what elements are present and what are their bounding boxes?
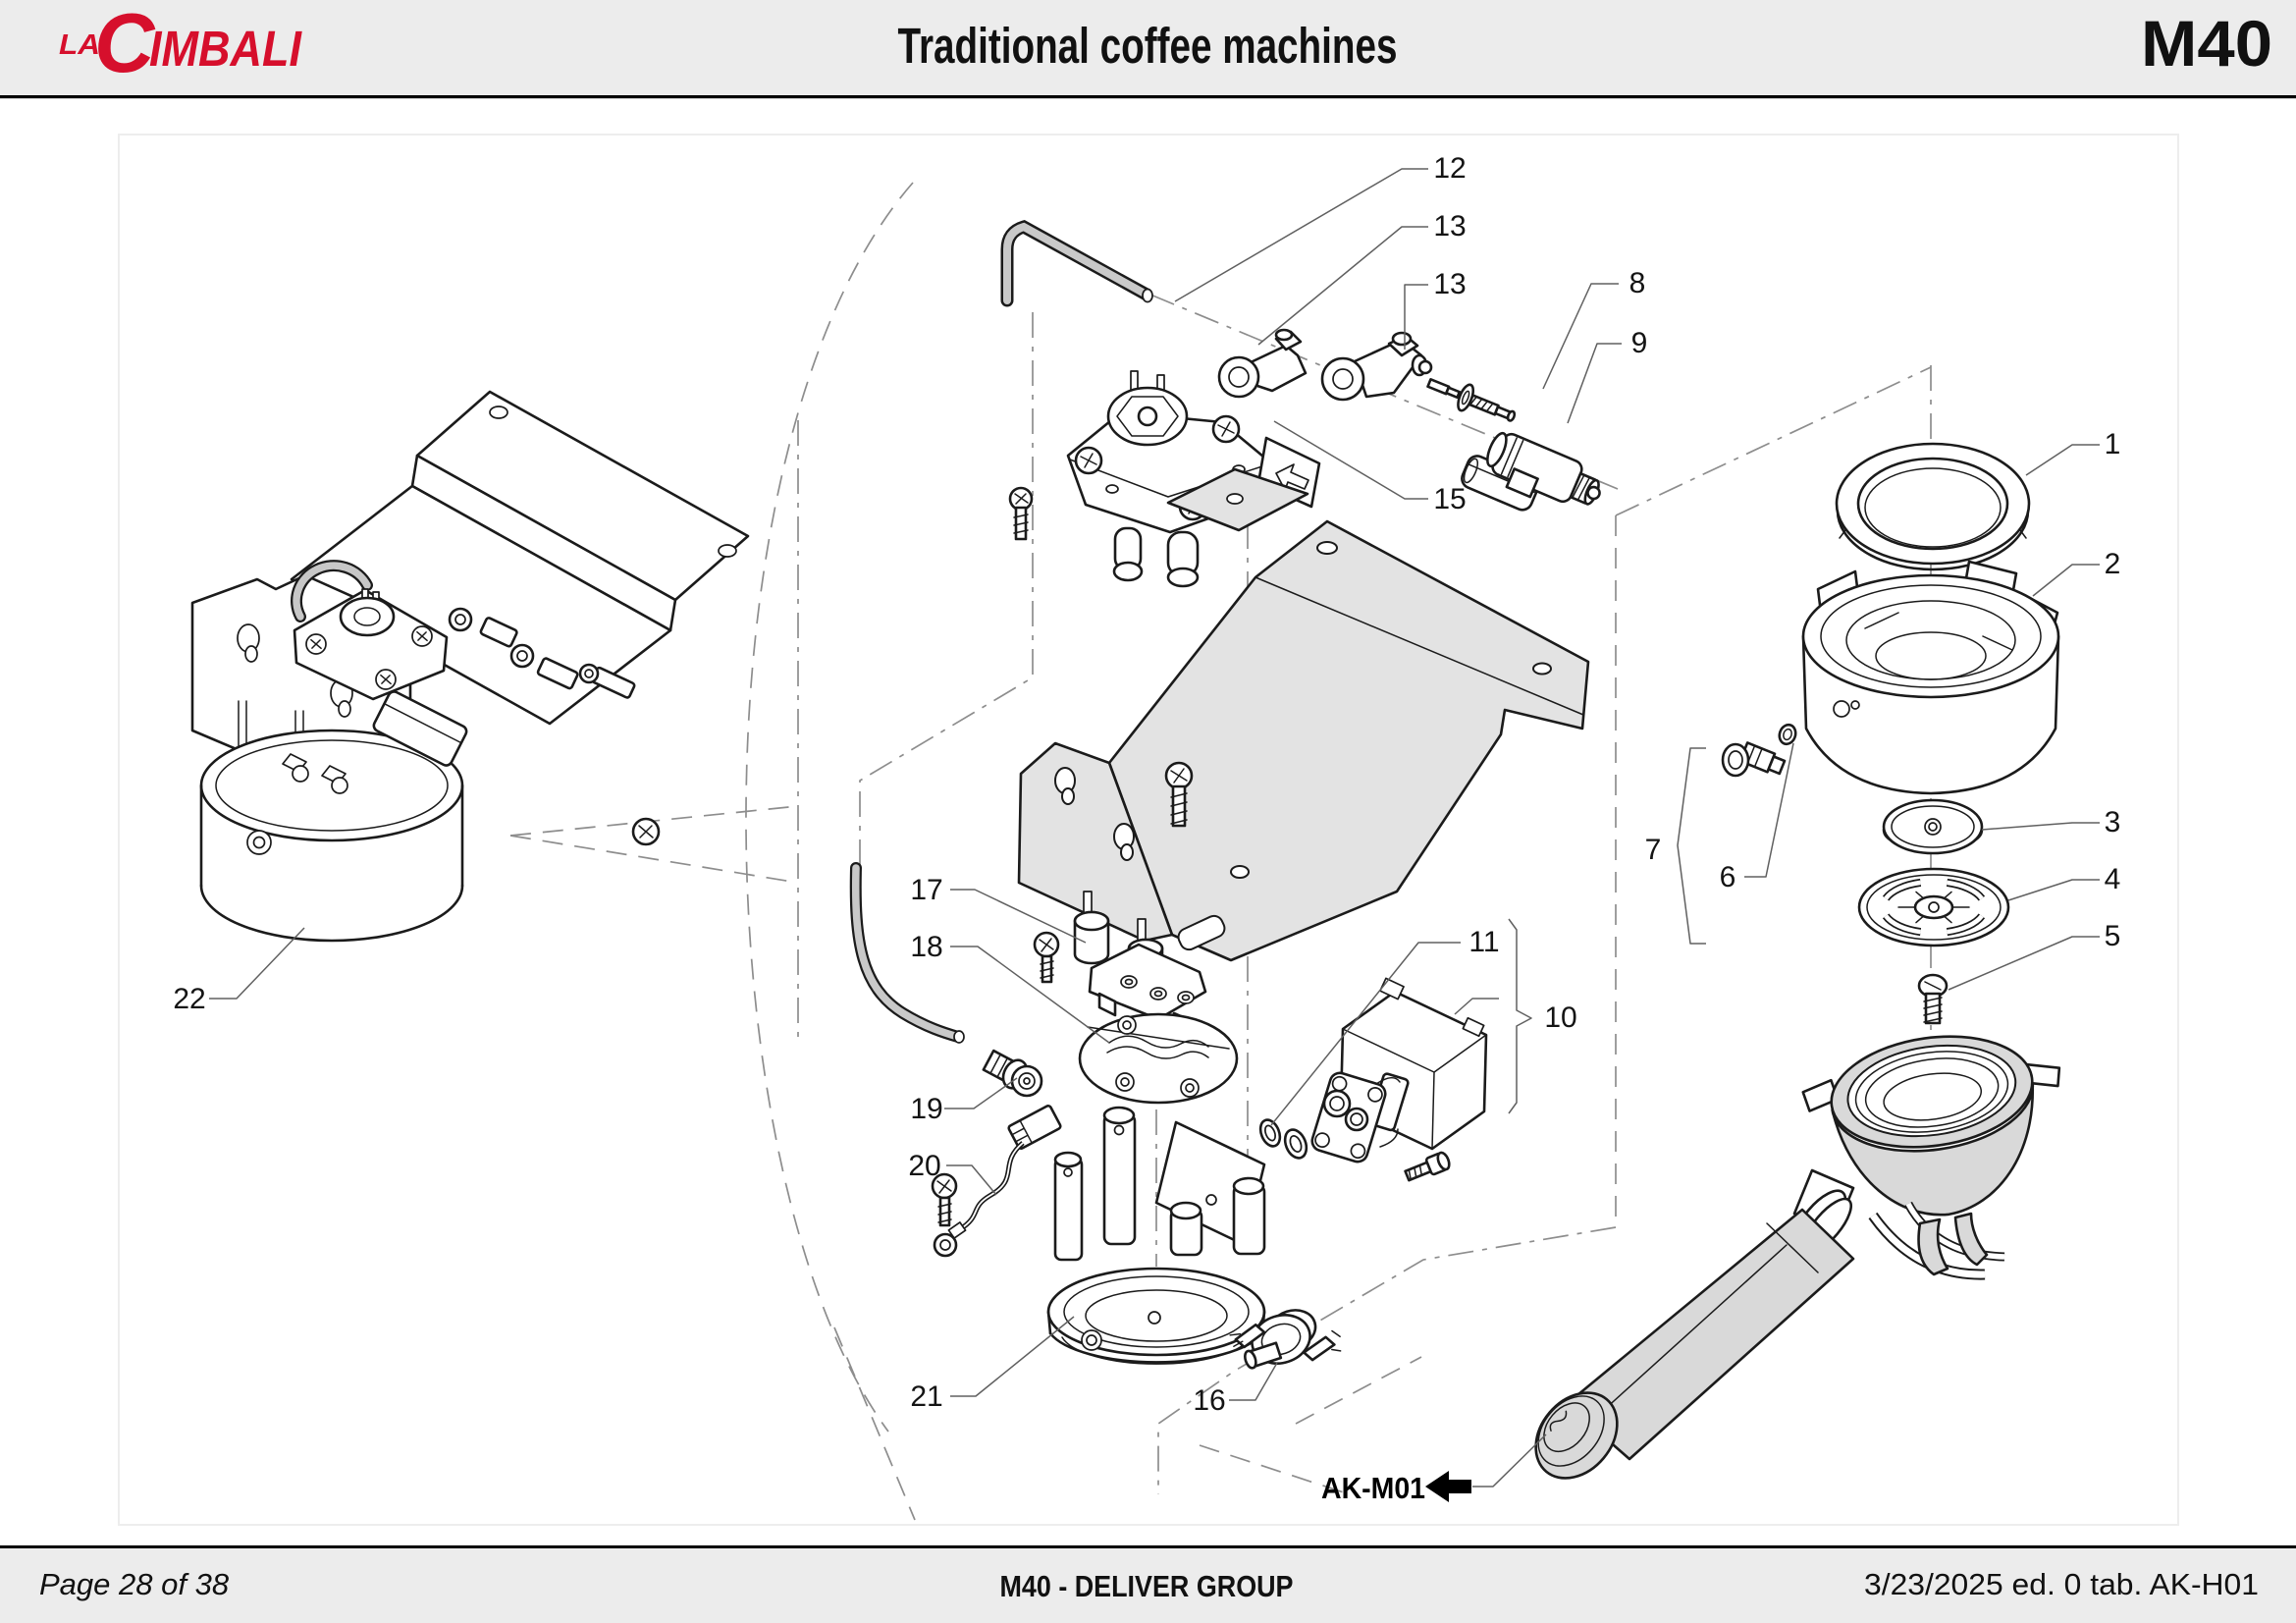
svg-text:6: 6 [1720, 861, 1736, 893]
svg-text:IMBALI: IMBALI [149, 21, 303, 77]
svg-text:5: 5 [2105, 920, 2121, 952]
svg-text:20: 20 [908, 1150, 940, 1182]
svg-text:Page 28 of 38: Page 28 of 38 [39, 1567, 230, 1601]
svg-text:10: 10 [1544, 1001, 1576, 1034]
svg-text:15: 15 [1433, 483, 1466, 515]
svg-text:Traditional coffee machines: Traditional coffee machines [898, 18, 1398, 74]
svg-text:1: 1 [2105, 428, 2121, 460]
svg-text:C: C [94, 0, 156, 90]
svg-text:4: 4 [2105, 863, 2121, 895]
svg-text:22: 22 [173, 983, 205, 1015]
svg-text:M40 - DELIVER GROUP: M40 - DELIVER GROUP [1000, 1569, 1294, 1603]
svg-text:11: 11 [1468, 926, 1499, 958]
svg-text:16: 16 [1193, 1384, 1225, 1417]
svg-text:2: 2 [2105, 548, 2121, 580]
svg-text:8: 8 [1629, 267, 1646, 299]
svg-text:M40: M40 [2141, 7, 2272, 80]
svg-text:AK-M01: AK-M01 [1321, 1471, 1425, 1505]
svg-text:18: 18 [910, 931, 942, 963]
svg-text:9: 9 [1631, 327, 1648, 359]
svg-text:12: 12 [1433, 152, 1466, 185]
svg-text:17: 17 [910, 874, 942, 906]
svg-text:13: 13 [1433, 210, 1466, 243]
svg-text:7: 7 [1645, 834, 1662, 866]
svg-text:3: 3 [2105, 806, 2121, 839]
svg-text:13: 13 [1433, 268, 1466, 300]
svg-text:LA: LA [59, 29, 100, 61]
svg-text:3/23/2025 ed. 0 tab. AK-H01: 3/23/2025 ed. 0 tab. AK-H01 [1864, 1567, 2259, 1601]
svg-text:19: 19 [910, 1093, 942, 1125]
svg-text:21: 21 [910, 1380, 942, 1413]
